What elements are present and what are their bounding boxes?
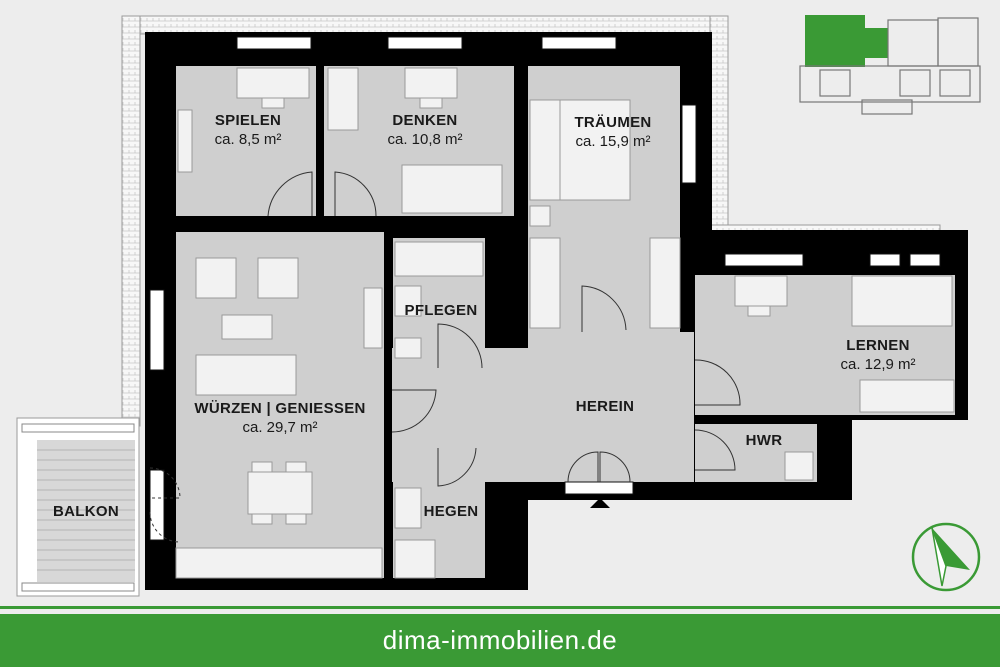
website-link[interactable]: dima-immobilien.de	[382, 625, 618, 655]
room-name-pflegen: PFLEGEN	[404, 302, 478, 319]
room-label-balkon: BALKON	[44, 503, 128, 522]
room-area-denken: ca. 10,8 m²	[387, 130, 463, 148]
room-label-wuerzen: WÜRZEN | GENIESSEN ca. 29,7 m²	[184, 400, 376, 438]
footer-divider	[0, 606, 1000, 609]
room-name-hegen: HEGEN	[423, 503, 479, 520]
room-name-traeumen: TRÄUMEN	[574, 114, 652, 131]
room-label-lernen: LERNEN ca. 12,9 m²	[818, 337, 938, 375]
windows	[149, 36, 941, 541]
room-label-pflegen: PFLEGEN	[396, 302, 486, 321]
balcony	[16, 417, 140, 597]
room-name-lernen: LERNEN	[846, 337, 910, 354]
room-area-lernen: ca. 12,9 m²	[840, 355, 916, 373]
room-label-denken: DENKEN ca. 10,8 m²	[360, 112, 490, 150]
footer-bar: dima-immobilien.de	[0, 614, 1000, 667]
entrance-arrow-icon	[590, 498, 610, 508]
room-label-hegen: HEGEN	[414, 503, 488, 522]
room-name-balkon: BALKON	[53, 503, 119, 520]
room-area-traeumen: ca. 15,9 m²	[575, 132, 651, 150]
room-name-denken: DENKEN	[392, 112, 458, 129]
room-label-hwr: HWR	[734, 432, 794, 451]
room-name-hwr: HWR	[745, 432, 783, 449]
room-herein-ext	[528, 332, 694, 482]
furniture	[175, 67, 955, 579]
door-swings	[149, 171, 741, 543]
room-area-spielen: ca. 8,5 m²	[214, 130, 282, 148]
room-label-traeumen: TRÄUMEN ca. 15,9 m²	[548, 114, 678, 152]
room-name-wuerzen: WÜRZEN | GENIESSEN	[194, 400, 366, 417]
room-name-herein: HEREIN	[575, 398, 635, 415]
room-label-spielen: SPIELEN ca. 8,5 m²	[192, 112, 304, 150]
room-area-wuerzen: ca. 29,7 m²	[242, 418, 318, 436]
room-name-spielen: SPIELEN	[214, 112, 282, 129]
building-keyplan-icon	[799, 15, 981, 115]
north-arrow-icon	[911, 522, 981, 592]
room-label-herein: HEREIN	[560, 398, 650, 417]
